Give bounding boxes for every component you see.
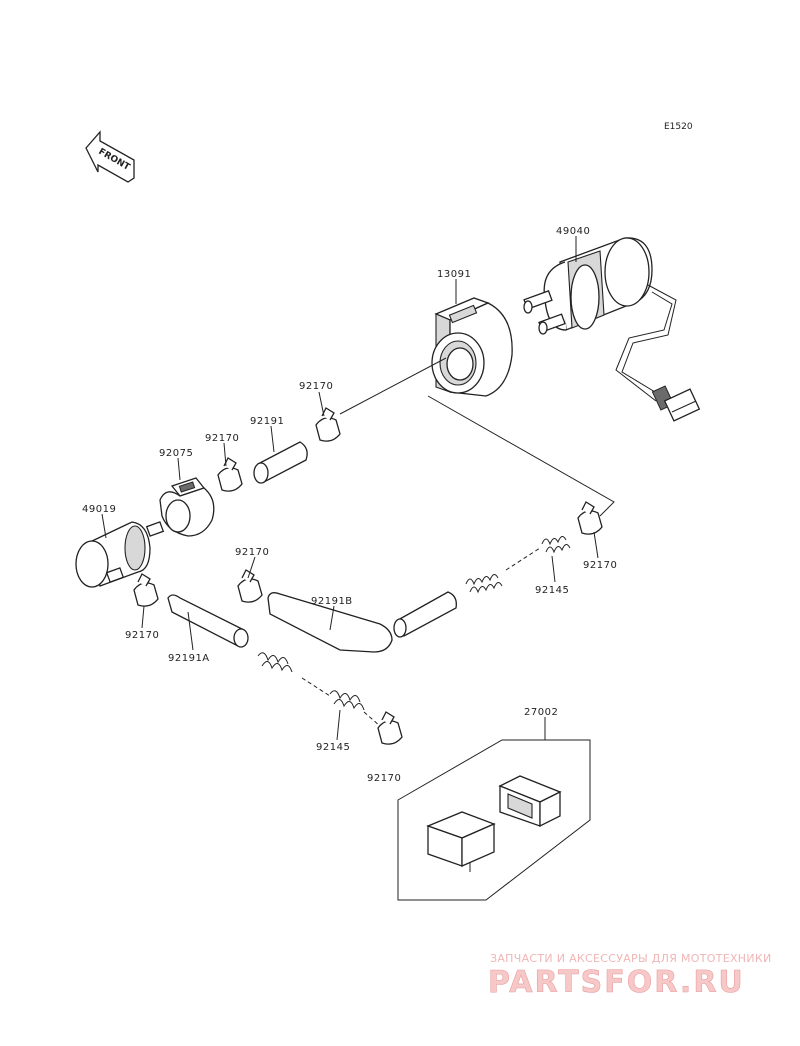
- label-92145-a: 92145: [535, 585, 569, 596]
- spring-92145-upper-b[interactable]: [541, 536, 571, 554]
- diagram-code: E1520: [664, 122, 693, 132]
- spring-92145-lower-b[interactable]: [329, 690, 365, 711]
- watermark-tagline: ЗАПЧАСТИ И АКСЕССУАРЫ ДЛЯ МОТОТЕХНИКИ: [490, 952, 772, 965]
- pump-wire-harness: [615, 284, 701, 422]
- label-92170-f: 92170: [367, 773, 401, 784]
- relay-kit-box: [397, 739, 591, 901]
- label-49019: 49019: [82, 504, 116, 515]
- watermark-site: PARTSFOR.RU: [488, 965, 745, 1000]
- label-92170-a: 92170: [299, 381, 333, 392]
- hose-clamp-1[interactable]: [315, 407, 341, 442]
- relay-connector[interactable]: [498, 775, 562, 828]
- hose-clamp-6[interactable]: [377, 711, 403, 745]
- fuel-hose-92191A[interactable]: [167, 594, 249, 648]
- leader-lines: [101, 236, 615, 741]
- label-92191B: 92191B: [311, 596, 353, 607]
- fuel-filter[interactable]: [75, 521, 165, 588]
- label-92170-c: 92170: [235, 547, 269, 558]
- fuel-hose-92191B[interactable]: [267, 591, 457, 653]
- label-92191: 92191: [250, 416, 284, 427]
- spring-92145-lower-a[interactable]: [257, 652, 293, 673]
- label-49040: 49040: [556, 226, 590, 237]
- label-92170-e: 92170: [125, 630, 159, 641]
- pump-bracket[interactable]: [431, 297, 513, 397]
- label-92170-b: 92170: [205, 433, 239, 444]
- relay-unit[interactable]: [426, 811, 496, 872]
- fuel-pump[interactable]: [523, 237, 653, 335]
- hose-clamp-4[interactable]: [237, 569, 263, 603]
- hose-clamp-3[interactable]: [133, 573, 159, 607]
- label-92191A: 92191A: [168, 653, 210, 664]
- spring-92145-upper-a[interactable]: [465, 574, 503, 594]
- label-92170-d: 92170: [583, 560, 617, 571]
- filter-band[interactable]: [159, 477, 215, 537]
- hose-clamp-2[interactable]: [217, 457, 243, 492]
- label-13091: 13091: [437, 269, 471, 280]
- label-92145-b: 92145: [316, 742, 350, 753]
- fuel-hose-92191[interactable]: [253, 441, 308, 484]
- front-arrow-icon: FRONT: [85, 130, 135, 183]
- hose-clamp-5[interactable]: [577, 501, 603, 535]
- label-27002: 27002: [524, 707, 558, 718]
- label-92075: 92075: [159, 448, 193, 459]
